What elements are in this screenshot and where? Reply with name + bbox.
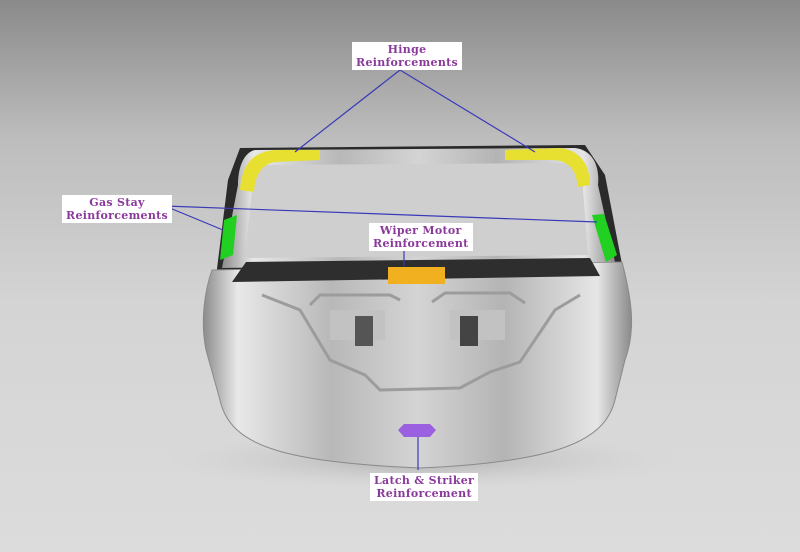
label-line: Latch & Striker [374,474,475,487]
hinge-reinforcement-left [240,150,320,192]
latch-striker-reinforcement-label: Latch & Striker Reinforcement [370,473,479,501]
panel-embossing [261,291,581,392]
label-line: Reinforcements [356,56,458,69]
leader-lines [164,69,598,470]
label-line: Hinge [387,43,427,56]
label-line: Reinforcement [376,487,472,500]
label-line: Reinforcement [373,237,469,250]
tailgate-inner-panel [202,261,633,469]
label-line: Gas Stay [89,196,145,209]
panel-hole-right [460,316,478,346]
wiper-motor-reinforcement-label: Wiper Motor Reinforcement [369,223,473,251]
gas-stay-reinforcements-label: Gas Stay Reinforcements [62,195,172,223]
panel-hole-left [355,316,373,346]
hinge-reinforcement-right [505,148,590,187]
hinge-reinforcements-label: Hinge Reinforcements [352,42,462,70]
wiper-motor-reinforcement [388,267,445,284]
window-opening [245,163,588,258]
gas-stay-reinforcement-right [592,214,617,262]
gas-stay-reinforcement-left [220,215,237,260]
label-line: Wiper Motor [379,224,462,237]
label-line: Reinforcements [66,209,168,222]
latch-striker-reinforcement [398,424,436,437]
